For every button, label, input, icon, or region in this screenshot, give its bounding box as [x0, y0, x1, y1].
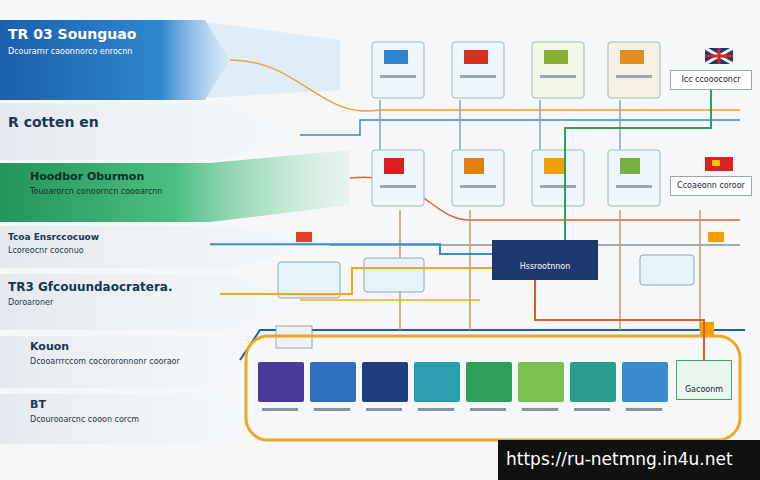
- color-card: [414, 362, 460, 402]
- connector: [535, 280, 704, 360]
- color-card: [622, 362, 668, 402]
- node-heading: Ccoaeonn coroor: [675, 181, 747, 191]
- flag-card: Ccoaeonn coroor: [670, 176, 752, 196]
- band: [0, 103, 300, 160]
- band: [0, 274, 300, 330]
- node-body: Dcourarnr caoonnorco enrocnn: [8, 47, 198, 57]
- node-heading: Hoodbor Oburmon: [30, 170, 205, 184]
- section-band: KouonDcooarrrccom cocororonnonr cooraor: [30, 340, 220, 367]
- text-line: [314, 408, 350, 411]
- section-band: BT Dcourooarcnc cooon corcm: [30, 398, 220, 425]
- color-card: [570, 362, 616, 402]
- node-heading: Kouon: [30, 340, 220, 354]
- node-heading: Icc ccoooconcr: [675, 75, 747, 85]
- section-band: TR3 Gfcouundaocratera. Doroaroner: [8, 280, 218, 308]
- text-line: [626, 408, 662, 411]
- node-body: Dcooarrrccom cocororonnonr cooraor: [30, 357, 220, 367]
- node-body: Touoarorcn conoorncn coooarcnn: [30, 187, 205, 197]
- node-heading: R cotten en: [8, 114, 198, 132]
- color-card: [258, 362, 304, 402]
- section-band: TR 03 SounguaoDcourarnr caoonnorco enroc…: [8, 26, 198, 57]
- text-line: [262, 408, 298, 411]
- band: [0, 150, 350, 222]
- connector: [565, 90, 711, 240]
- band: [0, 20, 230, 100]
- central-box: Hssrootnnon: [492, 240, 598, 280]
- text-line: [574, 408, 610, 411]
- section-band: R cotten en: [8, 114, 198, 132]
- band: [0, 394, 240, 444]
- section-band: Hoodbor OburmonTouoarorcn conoorncn cooo…: [30, 170, 205, 197]
- text-line: [522, 408, 558, 411]
- band: [0, 336, 240, 388]
- node-body: Doroaroner: [8, 298, 218, 308]
- band: [205, 22, 340, 98]
- color-card: [362, 362, 408, 402]
- section-band: Tcoa EnsrccocuowLcoreocnr coconuo: [8, 232, 208, 256]
- color-card: [466, 362, 512, 402]
- node-heading: TR 03 Sounguao: [8, 26, 198, 44]
- text-line: [418, 408, 454, 411]
- text-line: [366, 408, 402, 411]
- watermark: https://ru-netmng.in4u.net: [506, 449, 756, 469]
- node-heading: Tcoa Ensrccocuow: [8, 232, 208, 243]
- node-heading: TR3 Gfcouundaocratera.: [8, 280, 218, 295]
- flag-card: Icc ccoooconcr: [670, 70, 752, 90]
- color-card: [518, 362, 564, 402]
- connector: [220, 268, 492, 294]
- node-heading: BT: [30, 398, 220, 412]
- connector: [210, 244, 492, 254]
- node-heading: Gacoonm: [681, 385, 727, 395]
- color-card: [310, 362, 356, 402]
- color-card: Gacoonm: [676, 360, 732, 400]
- node-body: Dcourooarcnc cooon corcm: [30, 415, 220, 425]
- node-body: Lcoreocnr coconuo: [8, 246, 208, 256]
- node-heading: Hssrootnnon: [498, 262, 592, 272]
- text-line: [470, 408, 506, 411]
